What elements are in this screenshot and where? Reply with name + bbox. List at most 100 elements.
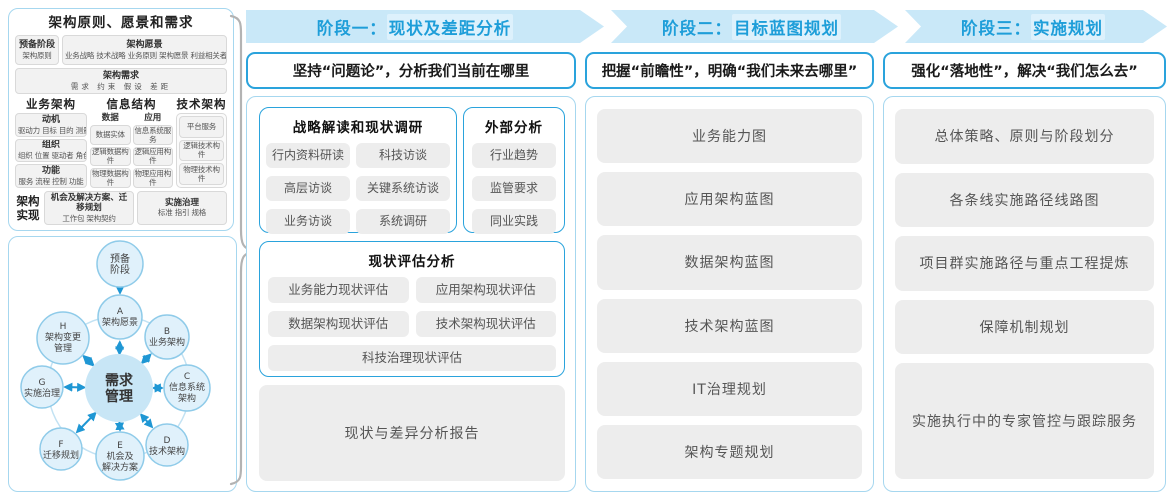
- phase-2-item: 业务能力图: [597, 109, 862, 164]
- node-f-label: 迁移规划: [43, 449, 79, 461]
- external-item: 同业实践: [472, 209, 556, 234]
- adm-node-a: [97, 294, 143, 340]
- assessment-item: 数据架构现状评估: [268, 311, 409, 337]
- phase-2-item: 架构专题规划: [597, 424, 862, 480]
- technology-item: 物理技术构件: [179, 163, 224, 185]
- phase-2-prefix: 阶段二：: [662, 18, 732, 38]
- strategy-survey-box: 战略解读和现状调研 行内资料研读 科技访谈 高层访谈 关键系统访谈 业务访谈 系…: [259, 107, 457, 234]
- survey-item: 关键系统访谈: [356, 176, 450, 201]
- opportunities-migration-box: 机会及解决方案、迁移规划 工作包 架构契约: [44, 190, 134, 225]
- strategy-survey-title: 战略解读和现状调研: [292, 120, 424, 136]
- adm-node-e: [95, 431, 145, 481]
- prelim-phase-box: 预备阶段 架构原则: [15, 35, 59, 65]
- assessment-item: 科技治理现状评估: [268, 345, 556, 371]
- adm-node-preliminary: [96, 240, 144, 288]
- phase-2-item: 数据架构蓝图: [597, 235, 862, 290]
- node-b-letter: B: [164, 327, 170, 337]
- phase-3-item: 实施执行中的专家管控与跟踪服务: [895, 363, 1154, 480]
- phase-1-banner: 坚持“问题论”，分析我们当前在哪里: [246, 52, 576, 89]
- phase-2-item: IT治理规划: [597, 361, 862, 416]
- node-h-label2: 管理: [54, 342, 72, 354]
- phase-3-highlight: 实施规划: [1031, 14, 1105, 40]
- phase-3-item: 保障机制规划: [895, 299, 1154, 355]
- phase-2-header: 阶段二：目标蓝图规划: [611, 10, 898, 43]
- vision-box: 架构愿景 业务战略 技术战略 业务原则 架构愿景 利益相关者: [62, 35, 227, 65]
- adm-node-d: [145, 423, 189, 467]
- data-item: 逻辑数据构件: [90, 146, 131, 166]
- phase-3-item: 各条线实施路径线路图: [895, 172, 1154, 228]
- phase-2-highlight: 目标蓝图规划: [732, 14, 841, 40]
- requirement-box: 架构需求 需求 约束 假设 差距: [15, 68, 227, 94]
- node-h-letter: H: [60, 322, 67, 332]
- motivation-box: 动机 驱动力 目标 目的 测量: [15, 113, 87, 137]
- phase-1-highlight: 现状及差距分析: [387, 14, 514, 40]
- framework-title: 架构原则、愿景和需求: [48, 15, 194, 31]
- requirement-title: 架构需求: [102, 70, 139, 81]
- adm-node-c: [163, 364, 211, 412]
- node-b-label: 业务架构: [149, 336, 185, 348]
- motivation-title: 动机: [41, 114, 60, 125]
- assessment-title: 现状评估分析: [368, 254, 456, 270]
- node-c-letter: C: [184, 372, 190, 382]
- adm-node-b: [144, 314, 190, 360]
- implementation-governance-sub: 标准 指引 规格: [157, 208, 207, 218]
- phase-2-banner: 把握“前瞻性”，明确“我们未来去哪里”: [585, 52, 874, 89]
- node-f-letter: F: [58, 440, 63, 450]
- phase-3-column: 总体策略、原则与阶段划分 各条线实施路径线路图 项目群实施路径与重点工程提炼 保…: [883, 96, 1166, 492]
- application-item: 逻辑应用构件: [132, 146, 173, 166]
- survey-item: 高层访谈: [266, 176, 350, 201]
- phase-1-column: 战略解读和现状调研 行内资料研读 科技访谈 高层访谈 关键系统访谈 业务访谈 系…: [246, 96, 576, 492]
- adm-node-g: [20, 365, 64, 409]
- node-h-label: 架构变更: [45, 331, 81, 343]
- technology-box: 平台服务 逻辑技术构件 物理技术构件: [176, 113, 227, 188]
- application-item: 物理应用构件: [132, 168, 173, 188]
- center-line1: 需求: [105, 372, 134, 389]
- architecture-realization-label: 架构实现: [16, 193, 40, 222]
- adm-node-f: [39, 427, 83, 471]
- phase-3-header: 阶段三：实施规划: [905, 10, 1167, 43]
- data-label: 数据: [101, 113, 119, 123]
- technology-item: 逻辑技术构件: [179, 139, 224, 161]
- application-label: 应用: [144, 113, 162, 123]
- application-subcolumn: 应用 信息系统服务 逻辑应用构件 物理应用构件: [132, 113, 173, 188]
- data-subcolumn: 数据 数据实体 逻辑数据构件 物理数据构件: [90, 113, 131, 188]
- node-c-label: 信息系统: [169, 381, 205, 393]
- survey-item: 行内资料研读: [266, 143, 350, 168]
- technology-architecture-column: 技术架构 平台服务 逻辑技术构件 物理技术构件: [176, 97, 227, 188]
- prelim-line2: 阶段: [110, 263, 130, 276]
- assessment-box: 现状评估分析 业务能力现状评估 应用架构现状评估 数据架构现状评估 技术架构现状…: [259, 241, 565, 377]
- opportunities-migration-sub: 工作包 架构契约: [62, 213, 116, 223]
- phase-1-prefix: 阶段一：: [316, 18, 387, 38]
- node-g-label: 实施治理: [24, 387, 60, 399]
- organization-box: 组织 组织 位置 驱动者 角色: [15, 138, 87, 162]
- adm-arrows: [63, 285, 164, 434]
- external-analysis-title: 外部分析: [485, 120, 543, 136]
- node-e-label: 机会及: [106, 450, 133, 462]
- function-title: 功能: [41, 165, 60, 176]
- adm-node-h: [36, 311, 90, 365]
- node-a-letter: A: [117, 307, 124, 317]
- phase-3-prefix: 阶段三：: [961, 18, 1031, 38]
- adm-cycle-diagram: 预备 阶段 A 架构愿景 B 业务架构 C 信息系统 架构 D 技术架构 E 机…: [20, 240, 211, 481]
- organization-title: 组织: [41, 140, 60, 150]
- phase-3-item: 项目群实施路径与重点工程提炼: [895, 236, 1154, 291]
- architecture-realization-row: 架构实现 机会及解决方案、迁移规划 工作包 架构契约 实施治理 标准 指引 规格: [15, 190, 227, 225]
- survey-item: 系统调研: [356, 209, 450, 234]
- assessment-item: 技术架构现状评估: [415, 311, 556, 337]
- information-structure-column: 信息结构 数据 数据实体 逻辑数据构件 物理数据构件 应用 信息系统服务 逻辑应…: [90, 97, 173, 188]
- function-box: 功能 服务 流程 控制 功能: [15, 164, 87, 188]
- vision-title: 架构愿景: [126, 39, 163, 50]
- information-structure-title: 信息结构: [106, 97, 157, 111]
- node-g-letter: G: [39, 378, 46, 388]
- node-a-label: 架构愿景: [102, 316, 138, 328]
- phase-2-column: 业务能力图 应用架构蓝图 数据架构蓝图 技术架构蓝图 IT治理规划 架构专题规划: [585, 96, 874, 492]
- gap-analysis-report-box: 现状与差异分析报告: [259, 385, 565, 481]
- technology-item: 平台服务: [179, 116, 224, 138]
- vision-sub: 业务战略 技术战略 业务原则 架构愿景 利益相关者: [65, 50, 227, 60]
- node-d-label: 技术架构: [149, 445, 185, 457]
- adm-center-circle: [85, 354, 153, 422]
- business-architecture-column: 业务架构 动机 驱动力 目标 目的 测量 组织 组织 位置 驱动者 角色 功能 …: [15, 97, 87, 188]
- prelim-sub: 架构原则: [22, 50, 52, 60]
- data-item: 数据实体: [90, 125, 131, 145]
